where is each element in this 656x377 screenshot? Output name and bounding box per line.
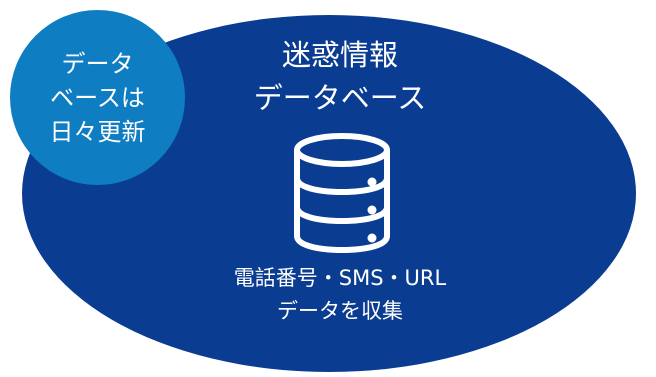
badge-text: データ ベースは 日々更新 <box>50 47 146 149</box>
badge-line: ベースは <box>50 83 145 112</box>
diagram-title: 迷惑情報 データベース <box>220 34 460 120</box>
diagram-caption: 電話番号・SMS・URL データを収集 <box>180 262 500 328</box>
database-icon <box>294 133 390 253</box>
badge-line: データ <box>61 49 134 78</box>
title-line: データベース <box>253 81 427 115</box>
caption-line: 電話番号・SMS・URL <box>233 266 447 290</box>
caption-line: データを収集 <box>277 299 403 323</box>
update-badge: データ ベースは 日々更新 <box>10 10 185 185</box>
title-line: 迷惑情報 <box>281 38 398 72</box>
badge-line: 日々更新 <box>49 117 146 146</box>
